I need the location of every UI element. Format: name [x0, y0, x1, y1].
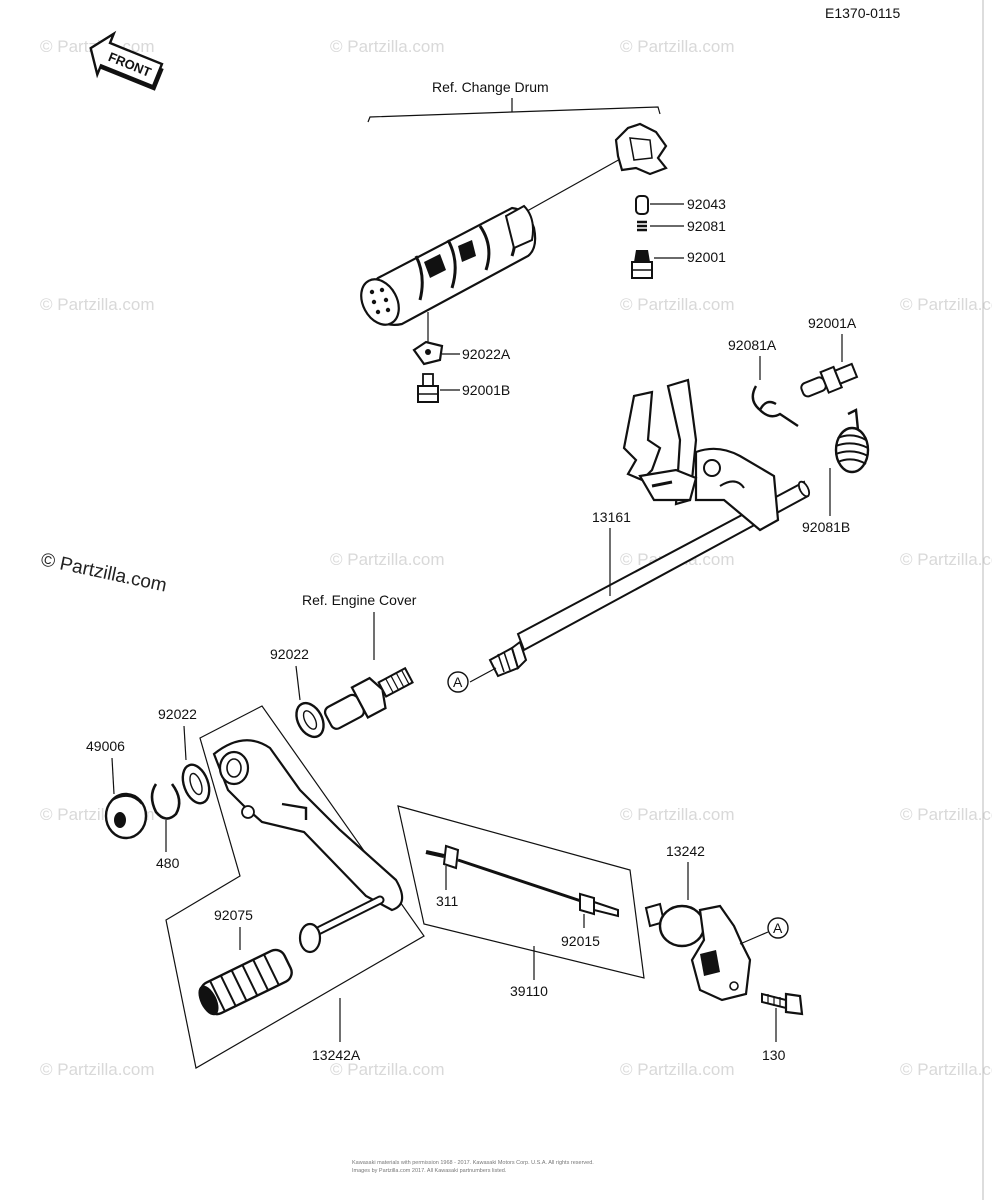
label-92022-upper: 92022: [270, 646, 309, 662]
label-13161: 13161: [592, 509, 631, 525]
diagram-code: E1370-0115: [825, 5, 900, 21]
change-drum: [360, 122, 668, 326]
watermark: © Partzilla.com: [330, 1060, 445, 1079]
label-92081: 92081: [687, 218, 726, 234]
part-480: [150, 783, 181, 820]
watermark-layer: © Partzilla.com © Partzilla.com © Partzi…: [40, 37, 992, 1079]
part-92081: [637, 220, 647, 232]
callout-A-lower: [767, 917, 789, 939]
callout-A-lower-label: A: [773, 920, 783, 936]
label-13242A: 13242A: [312, 1047, 361, 1063]
label-92022A: 92022A: [462, 346, 511, 362]
part-92081A: [751, 385, 799, 427]
part-13161: [488, 378, 811, 678]
part-92075: [198, 948, 293, 1016]
label-92075: 92075: [214, 907, 253, 923]
part-92043: [635, 195, 649, 215]
watermark: © Partzilla.com: [900, 295, 992, 314]
watermark: © Partzilla.com: [900, 805, 992, 824]
label-13242: 13242: [666, 843, 705, 859]
part-13242A-pedal: [212, 739, 404, 954]
watermark: © Partzilla.com: [620, 37, 735, 56]
partzilla-watermark-dark: © Partzilla.com: [39, 549, 169, 596]
part-92001A: [800, 362, 859, 398]
callout-A-lower-leader: [739, 931, 769, 945]
drum-star-plate: [614, 122, 668, 176]
callout-A-upper-leader: [469, 667, 497, 683]
watermark: © Partzilla.com: [40, 295, 155, 314]
label-480: 480: [156, 855, 180, 871]
copyright-line-2: Images by Partzilla.com 2017. All Kawasa…: [352, 1168, 507, 1174]
part-130: [761, 992, 804, 1016]
watermark: © Partzilla.com: [620, 295, 735, 314]
label-92022-lower: 92022: [158, 706, 197, 722]
part-13242: [644, 902, 752, 1002]
part-92022-lower: [181, 763, 211, 805]
watermark: © Partzilla.com: [330, 550, 445, 569]
part-39110-rod: [425, 844, 619, 918]
callout-A-upper: [447, 671, 469, 693]
ref-engine-cover-label: Ref. Engine Cover: [302, 592, 417, 608]
watermark: © Partzilla.com: [40, 1060, 155, 1079]
label-92015: 92015: [561, 933, 600, 949]
callout-A-upper-label: A: [453, 674, 463, 690]
part-92022-upper: [295, 701, 325, 739]
watermark: © Partzilla.com: [900, 550, 992, 569]
label-92043: 92043: [687, 196, 726, 212]
label-92001B: 92001B: [462, 382, 510, 398]
label-39110: 39110: [510, 983, 548, 999]
label-92081A: 92081A: [728, 337, 777, 353]
label-92001A: 92001A: [808, 315, 857, 331]
label-130: 130: [762, 1047, 786, 1063]
copyright-line-1: Kawasaki materials with permission 1968 …: [352, 1160, 594, 1166]
label-311: 311: [436, 893, 459, 909]
pedal-assembly-box: [165, 705, 425, 1069]
label-49006: 49006: [86, 738, 125, 754]
rod-assembly-box: [397, 805, 645, 979]
label-92001: 92001: [687, 249, 726, 265]
label-92081B: 92081B: [802, 519, 850, 535]
watermark: © Partzilla.com: [620, 1060, 735, 1079]
watermark: © Partzilla.com: [620, 805, 735, 824]
change-drum-bracket: [367, 106, 661, 123]
part-92081B: [834, 408, 870, 474]
part-92001B: [417, 373, 439, 403]
watermark: © Partzilla.com: [900, 1060, 992, 1079]
part-49006: [104, 792, 148, 840]
engine-cover-pin: [323, 666, 414, 730]
part-92001: [631, 250, 653, 279]
ref-change-drum-label: Ref. Change Drum: [432, 79, 549, 95]
watermark: © Partzilla.com: [330, 37, 445, 56]
